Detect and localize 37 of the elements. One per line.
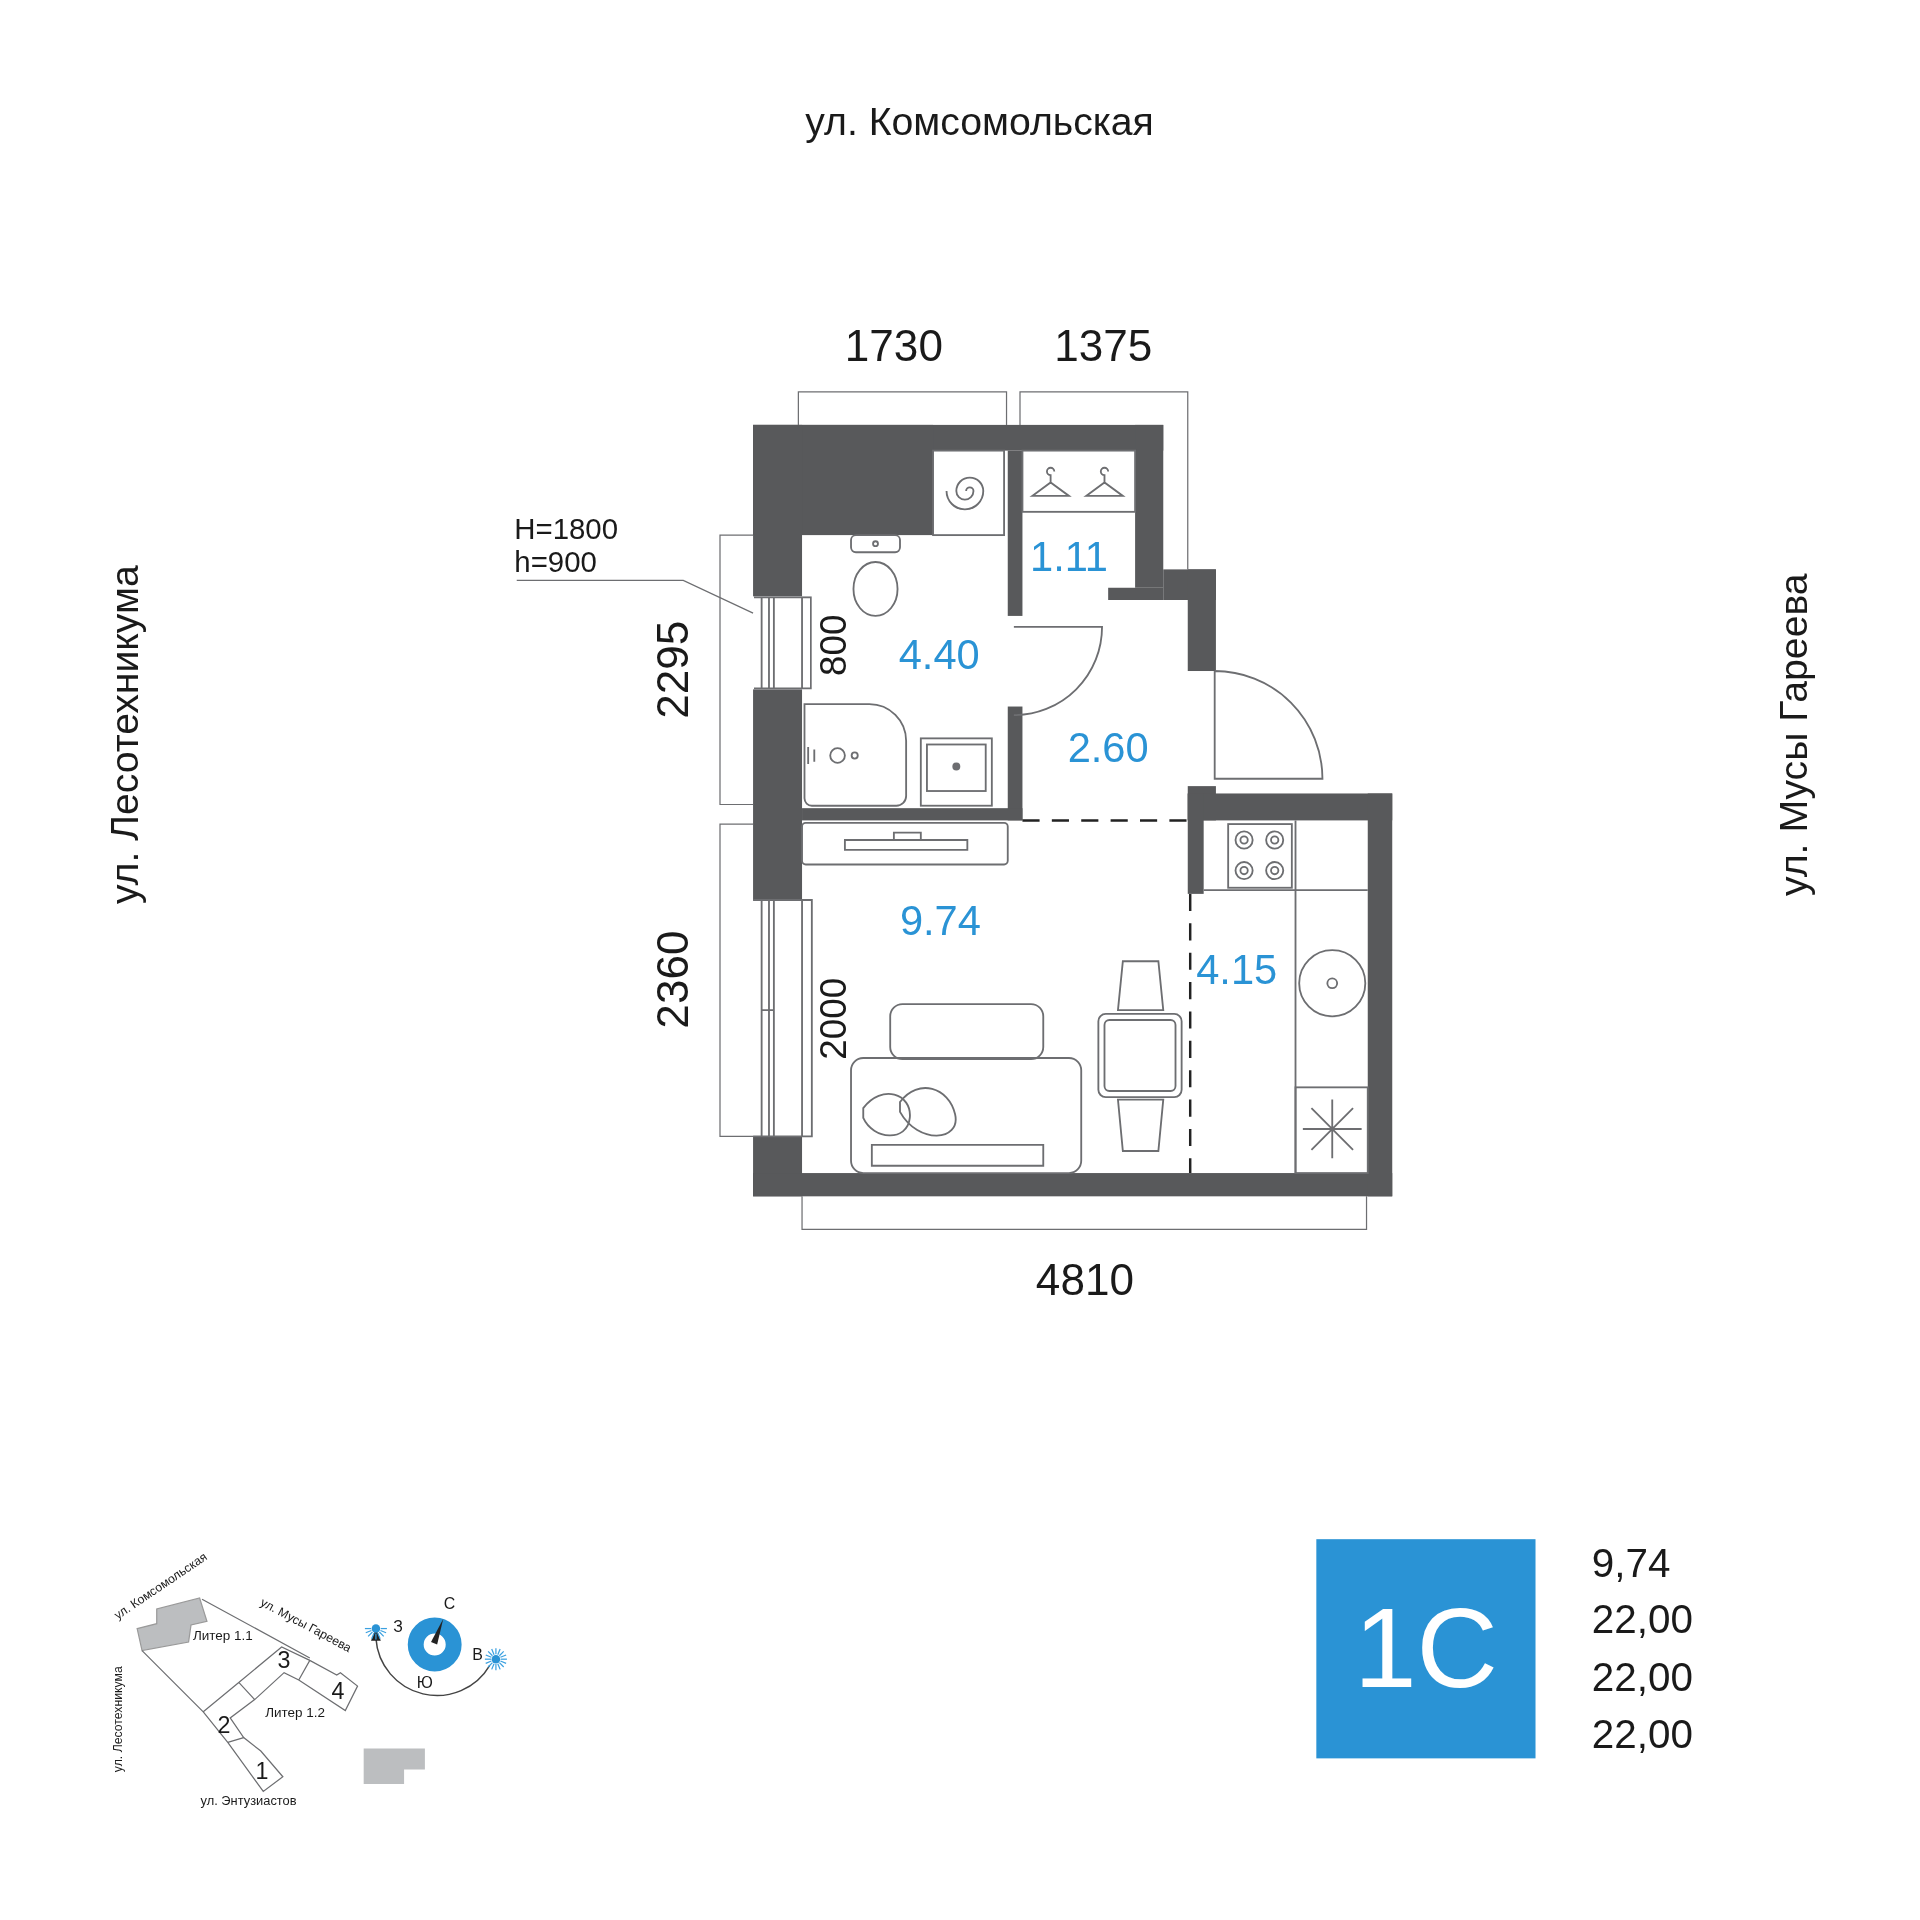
- section-number: 3: [277, 1648, 291, 1675]
- dimension-label: 2360: [649, 930, 698, 1029]
- leader-line: [516, 579, 754, 614]
- street-name: ул. Мусы Гареева: [1772, 573, 1816, 896]
- apartment-type-label: 1С: [1353, 1584, 1498, 1713]
- section-number: 4: [331, 1679, 345, 1706]
- area-value: 22,00: [1591, 1712, 1693, 1758]
- room-area: 4.15: [1196, 946, 1278, 993]
- building-name: Литер 1.1: [192, 1627, 253, 1643]
- street-name: ул. Лесотехникума: [103, 565, 147, 905]
- dimension-label: 4810: [1035, 1255, 1134, 1304]
- building-name: Литер 1.2: [265, 1704, 326, 1720]
- room-area: 2.60: [1067, 725, 1149, 772]
- apartment-type-card: [1316, 1539, 1536, 1759]
- area-value: 22,00: [1591, 1655, 1693, 1700]
- section-number: 1: [255, 1759, 269, 1785]
- dimension-label: 1375: [1054, 322, 1153, 371]
- compass-letter: Ю: [416, 1674, 433, 1693]
- window-drawing: [753, 596, 812, 690]
- area-value: 22,00: [1591, 1597, 1693, 1643]
- street-name: ул. Энтузиастов: [200, 1794, 297, 1809]
- room-area: 4.40: [898, 632, 980, 678]
- street-name: ул. Комсомольская: [805, 100, 1154, 144]
- compass-letter: З: [393, 1618, 403, 1637]
- dimension-label: 1730: [844, 322, 943, 371]
- room-area: 1.11: [1030, 534, 1108, 581]
- window-note: H=1800: [514, 511, 620, 545]
- street-name: ул. Лесотехникума: [110, 1666, 125, 1773]
- dimension-label: 800: [812, 614, 853, 676]
- room-area: 9.74: [899, 897, 981, 944]
- compass-letter: С: [443, 1595, 456, 1613]
- dimension-label: 2295: [649, 620, 698, 719]
- section-number: 2: [217, 1713, 231, 1740]
- area-value: 9,74: [1591, 1541, 1671, 1586]
- dimension-label: 2000: [812, 977, 853, 1060]
- compass-letter: В: [472, 1646, 483, 1665]
- window-note: h=900: [514, 544, 598, 578]
